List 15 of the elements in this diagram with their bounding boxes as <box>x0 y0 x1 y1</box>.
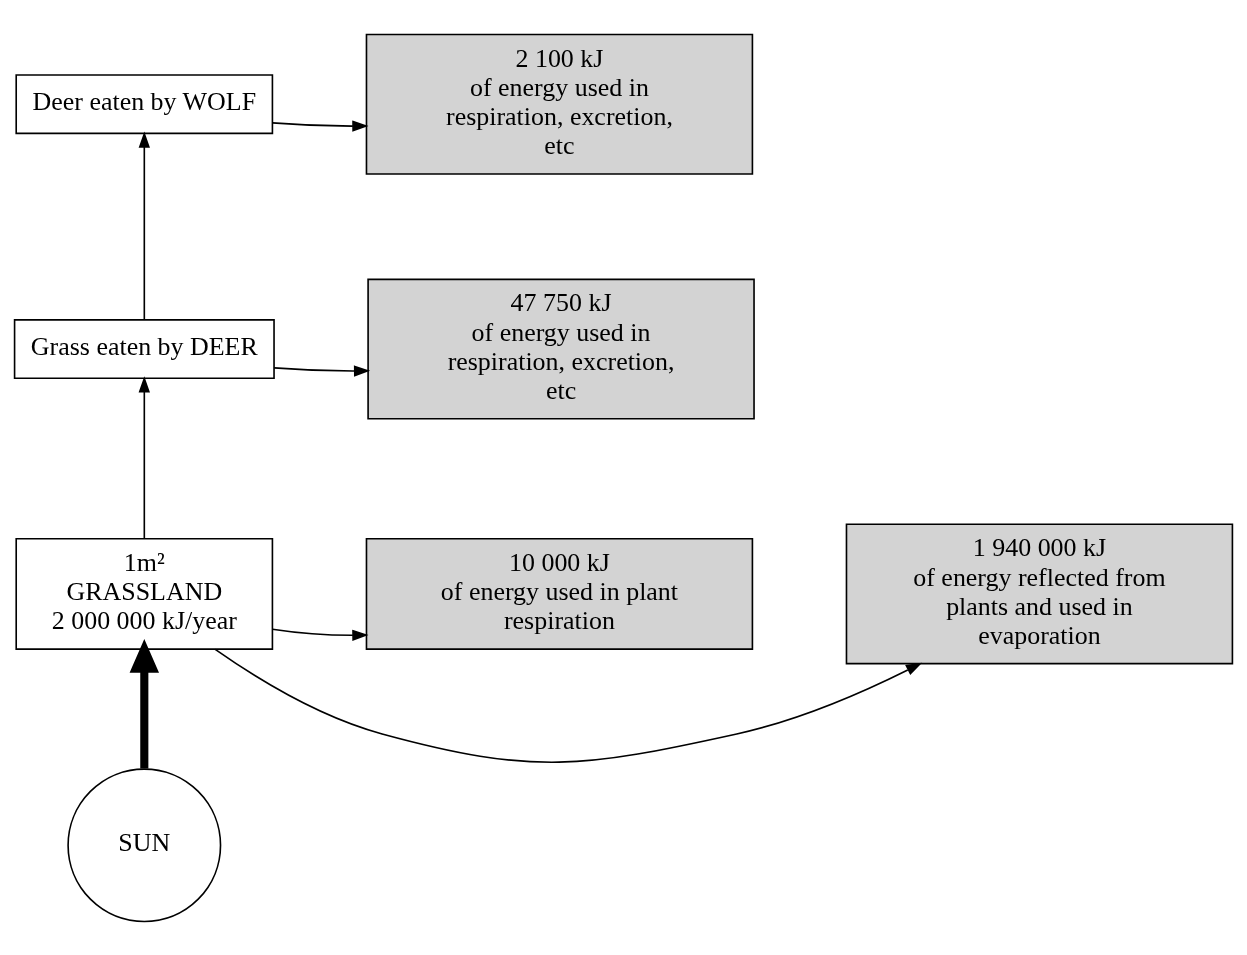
node-circle: SUN <box>67 767 222 922</box>
arrow <box>138 131 150 321</box>
node-box: 10 000 kJ of energy used in plant respiration <box>365 537 754 650</box>
arrow <box>129 638 159 769</box>
arrow <box>273 364 371 377</box>
node-box: 1 940 000 kJ of energy reflected from plants and used in evaporation <box>845 522 1234 664</box>
node-box: Grass eaten by DEER <box>13 318 275 379</box>
node-box: 47 750 kJ of energy used in respiration, excretion, etc <box>367 278 755 420</box>
arrow <box>271 627 369 641</box>
arrow <box>271 119 369 132</box>
node-box: Deer eaten by WOLF <box>15 73 274 134</box>
arrow <box>138 375 150 539</box>
node-box: 2 100 kJ of energy used in respiration, excretion, etc <box>365 33 754 175</box>
arrow <box>214 648 923 763</box>
node-box: 1m² GRASSLAND 2 000 000 kJ/year <box>15 537 274 650</box>
